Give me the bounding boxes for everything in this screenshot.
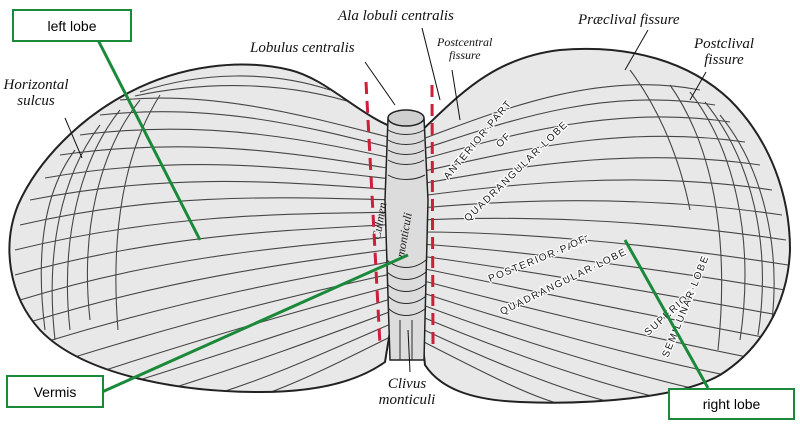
pointer-horizontal-sulcus [64, 117, 83, 159]
leader-right-lobe [623, 239, 710, 389]
left-lobe-callout: left lobe [12, 9, 132, 42]
postclival-fissure-label: Postclival fissure [682, 36, 766, 68]
culmen-label: Culmen [369, 201, 389, 240]
pointer-clivus [407, 329, 411, 373]
clivus-line2: monticuli [378, 392, 436, 408]
vermis-region: Culmen monticuli [369, 109, 429, 361]
pointer-praeclival [624, 29, 649, 71]
ala-lobuli-centralis-label: Ala lobuli centralis [338, 8, 454, 24]
pointer-postcentral [451, 69, 461, 121]
pointer-lobulus-centralis [364, 61, 396, 106]
postcentral-line2: fissure [449, 48, 481, 62]
annotation-pointers [64, 27, 707, 373]
clivus-line1: Clivus [387, 376, 427, 392]
vermis-callout: Vermis [6, 375, 104, 408]
vermis-left-boundary [364, 81, 382, 346]
right-hemisphere [414, 47, 791, 404]
leader-vermis [101, 253, 409, 394]
postcentral-line1: Postcentral [437, 35, 493, 49]
postcentral-fissure-label: Postcentral fissure [437, 36, 492, 62]
horizontal-sulcus-label: Horizontal sulcus [0, 77, 72, 109]
praeclival-fissure-label: Præclival fissure [578, 12, 680, 28]
pointer-ala-lobuli [421, 27, 441, 101]
postclival-line1: Postclival [694, 36, 754, 52]
horizontal-sulcus-line1: Horizontal [3, 77, 69, 93]
lobulus-centralis-label: Lobulus centralis [250, 40, 355, 56]
leader-left-lobe [96, 39, 202, 241]
postclival-line2: fissure [704, 52, 744, 68]
right-lobe-callout: right lobe [668, 388, 795, 420]
horizontal-sulcus-line2: sulcus [17, 93, 55, 109]
vermis-right-boundary [430, 84, 435, 346]
clivus-monticuli-label: Clivus monticuli [362, 376, 452, 408]
callout-leaders [96, 39, 710, 394]
pointer-postclival [689, 71, 707, 101]
